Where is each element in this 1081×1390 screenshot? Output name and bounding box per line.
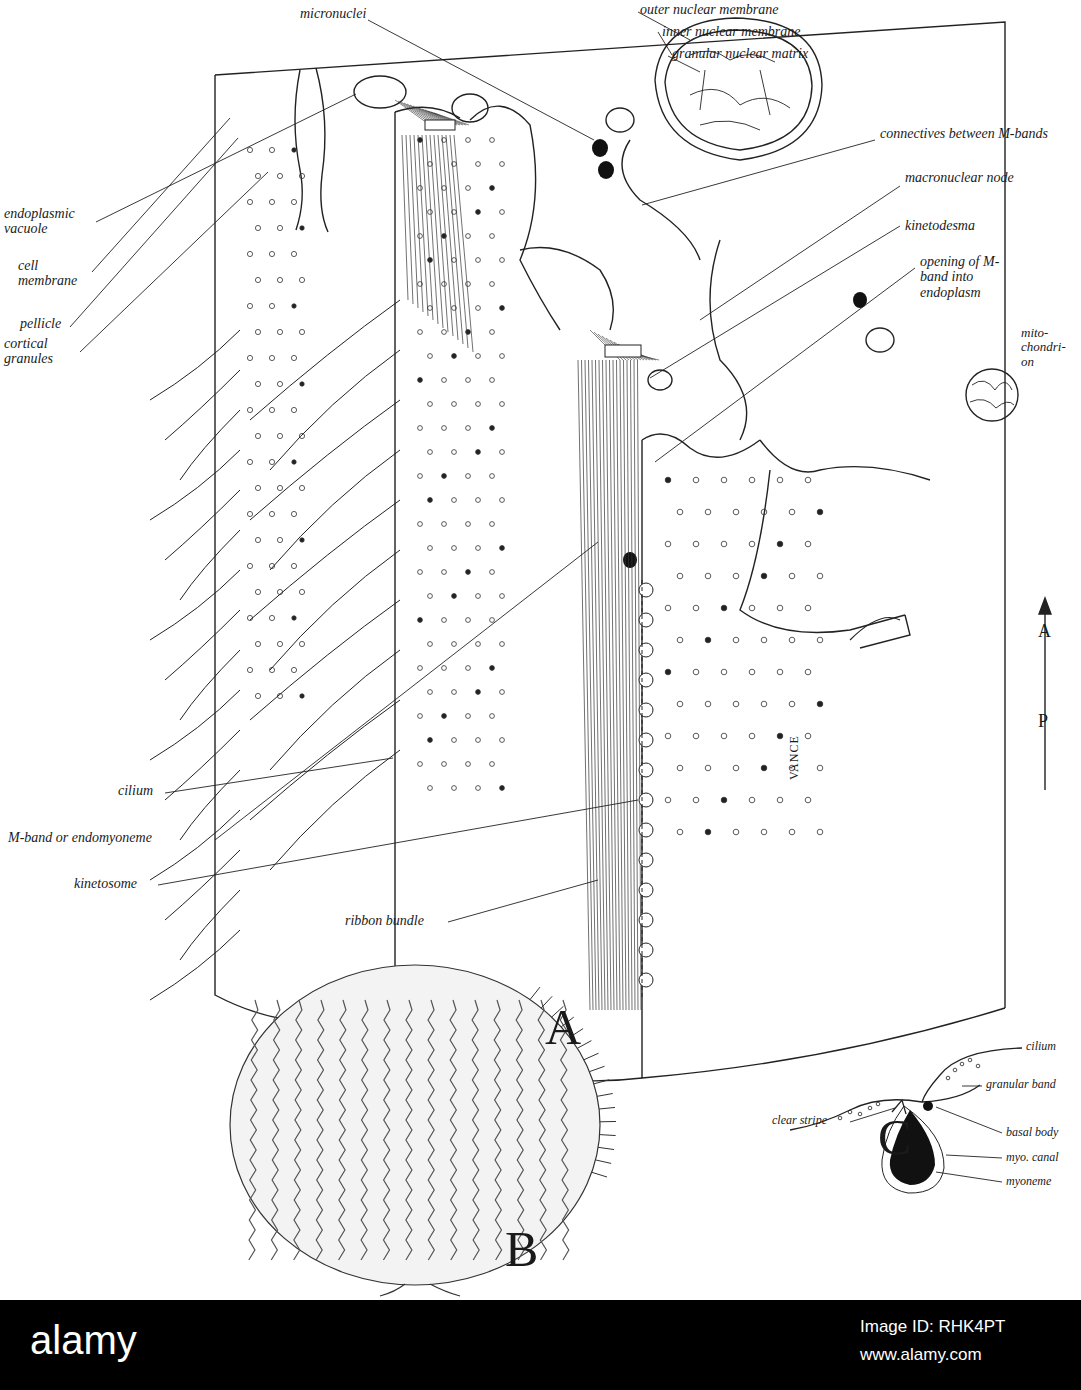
part-label: clear stripe — [772, 1114, 827, 1127]
part-label: myoneme — [1006, 1175, 1051, 1188]
signature: VANCE — [788, 735, 801, 780]
part-label: granular nuclear matrix — [672, 46, 808, 61]
part-label: myo. canal — [1006, 1151, 1059, 1164]
part-label: granular band — [986, 1078, 1056, 1091]
axis-arrow — [1039, 598, 1051, 790]
leader-lines — [70, 12, 1002, 1182]
watermark-text: www.alamy.com — [860, 1346, 982, 1365]
part-label: kinetosome — [74, 876, 137, 891]
part-label: mito-chondri-on — [1021, 326, 1077, 369]
cortex-block — [215, 18, 1018, 1081]
part-label: macronuclear node — [905, 170, 1015, 185]
micronuclei-dots — [592, 139, 867, 568]
watermark-text: Image ID: RHK4PT — [860, 1318, 1006, 1337]
sphere-figure — [230, 965, 600, 1296]
panel-letter: A — [545, 1000, 581, 1055]
part-label: pellicle — [20, 316, 61, 331]
watermark-bar — [0, 1300, 1081, 1390]
panel-letter: C — [878, 1110, 911, 1165]
generated-detail — [150, 100, 823, 1010]
panel-letter: B — [505, 1222, 538, 1277]
part-label: cilium — [118, 783, 153, 798]
part-label: connectives between M-bands — [880, 126, 1070, 141]
part-label: ribbon bundle — [345, 913, 424, 928]
axis-letter: A — [1038, 622, 1051, 642]
part-label: cell membrane — [18, 258, 92, 289]
part-label: cortical granules — [4, 336, 82, 367]
part-label: endoplasmic vacuole — [4, 206, 94, 237]
axis-letter: P — [1038, 712, 1048, 732]
part-label: M-band or endomyoneme — [8, 830, 152, 845]
part-label: outer nuclear membrane — [640, 2, 840, 17]
watermark-logo: alamy — [30, 1318, 137, 1362]
part-label: opening of M-band into endoplasm — [920, 254, 1020, 300]
part-label: micronuclei — [300, 6, 366, 21]
part-label: basal body — [1006, 1126, 1058, 1139]
part-label: cilium — [1026, 1040, 1056, 1053]
part-label: kinetodesma — [905, 218, 975, 233]
part-label: inner nuclear membrane — [662, 24, 800, 39]
sphere-stripes — [249, 987, 980, 1260]
